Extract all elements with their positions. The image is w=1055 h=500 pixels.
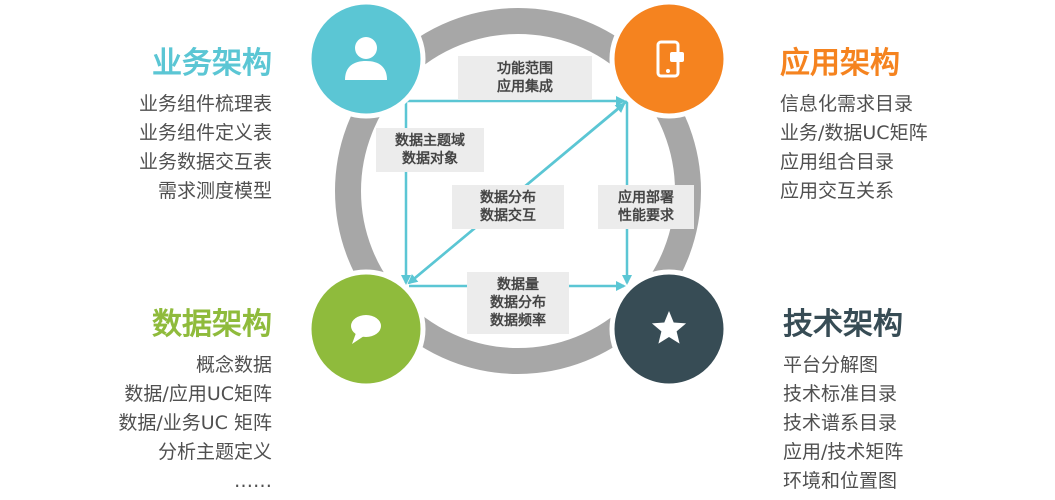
- application-architecture-title: 应用架构: [780, 46, 900, 81]
- technology-item: 平台分解图: [783, 354, 879, 376]
- label-line: 数据量: [497, 277, 539, 293]
- label-business-data: 数据主题域 数据对象: [376, 128, 484, 172]
- application-item: 应用组合目录: [780, 151, 895, 173]
- data-item: 分析主题定义: [157, 441, 272, 463]
- technology-item: 环境和位置图: [783, 470, 898, 492]
- application-circle: [609, 0, 729, 119]
- label-application-data: 数据分布 数据交互: [452, 185, 564, 229]
- technology-architecture-block: 技术架构 平台分解图 技术标准目录 技术谱系目录 应用/技术矩阵 环境和位置图: [783, 307, 903, 496]
- technology-node: [609, 269, 729, 389]
- label-line: 数据分布: [490, 295, 546, 311]
- label-line: 数据频率: [490, 313, 546, 329]
- data-item: 概念数据: [195, 354, 272, 376]
- mobile-phone-icon: [656, 40, 684, 78]
- label-business-application: 功能范围 应用集成: [458, 56, 592, 100]
- label-line: 数据交互: [480, 208, 536, 224]
- business-item: 业务数据交互表: [138, 151, 272, 173]
- application-node: [609, 0, 729, 119]
- technology-item: 技术标准目录: [783, 383, 898, 405]
- business-item: 需求测度模型: [157, 180, 272, 202]
- technology-architecture-title: 技术架构: [783, 307, 903, 342]
- label-data-technology: 数据量 数据分布 数据频率: [467, 272, 569, 334]
- speech-bubble-icon: [351, 315, 381, 344]
- label-line: 功能范围: [497, 61, 553, 77]
- label-line: 数据主题域: [395, 133, 465, 149]
- business-item: 业务组件定义表: [138, 122, 272, 144]
- application-architecture-block: 应用架构 信息化需求目录 业务/数据UC矩阵 应用组合目录 应用交互关系: [780, 46, 928, 206]
- label-application-technology: 应用部署 性能要求: [598, 185, 694, 229]
- application-item: 信息化需求目录: [780, 93, 914, 115]
- data-item: ……: [234, 470, 272, 492]
- data-item: 数据/业务UC 矩阵: [118, 412, 272, 434]
- label-line: 性能要求: [618, 208, 674, 224]
- business-node: [306, 0, 426, 119]
- person-icon: [345, 37, 387, 80]
- business-architecture-title: 业务架构: [152, 46, 272, 81]
- label-line: 数据对象: [402, 151, 458, 167]
- label-line: 数据分布: [480, 190, 536, 206]
- application-item: 应用交互关系: [780, 180, 895, 202]
- data-architecture-block: 数据架构 概念数据 数据/应用UC矩阵 数据/业务UC 矩阵 分析主题定义 ……: [118, 307, 272, 496]
- business-item: 业务组件梳理表: [138, 93, 272, 115]
- technology-item: 应用/技术矩阵: [783, 441, 904, 463]
- label-line: 应用集成: [497, 79, 553, 95]
- application-item: 业务/数据UC矩阵: [780, 122, 928, 144]
- technology-item: 技术谱系目录: [783, 412, 898, 434]
- data-architecture-title: 数据架构: [152, 307, 272, 342]
- star-icon: [651, 311, 687, 344]
- label-line: 应用部署: [618, 190, 674, 206]
- data-item: 数据/应用UC矩阵: [124, 383, 272, 405]
- business-architecture-block: 业务架构 业务组件梳理表 业务组件定义表 业务数据交互表 需求测度模型: [139, 46, 272, 206]
- data-node: [306, 269, 426, 389]
